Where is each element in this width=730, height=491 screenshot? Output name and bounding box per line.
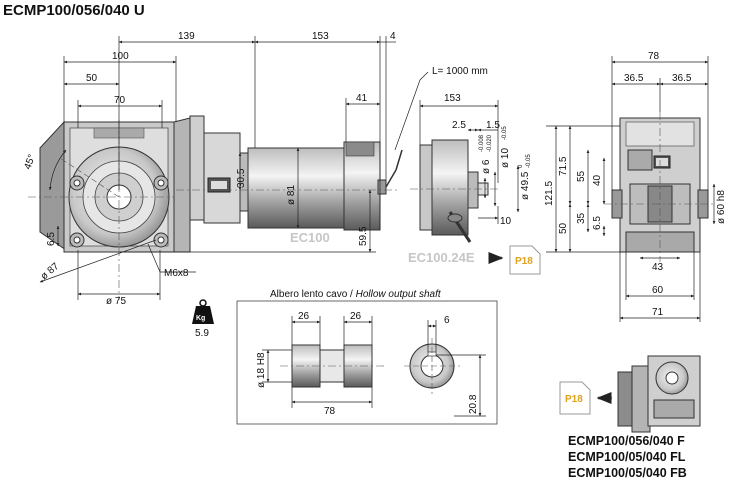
dim-71-5: 71.5 [558,156,569,176]
encoder-page-ref[interactable]: P18 [488,245,541,275]
dim-153: 153 [312,31,329,42]
dim-41: 41 [356,93,368,104]
dim-50-right: 50 [558,222,569,234]
weight-value: 5.9 [195,328,209,339]
dim-6-tol-lower: -0.020 [487,134,493,152]
dim-59-5: 59.5 [358,226,369,246]
gearbox-side-view [604,112,716,262]
shaft-dim-78: 78 [324,406,336,417]
shaft-dim-26-left: 26 [298,311,310,322]
weight-indicator: Kg 5.9 [192,299,214,339]
shaft-dim-6: 6 [444,315,450,326]
dim-45-deg: 45° [22,153,38,171]
dim-10-tol: -0.05 [502,126,508,140]
cable-length: L= 1000 mm [432,66,488,77]
dim-30-5: 30.5 [236,168,247,188]
shaft-dim-26-right: 26 [350,311,362,322]
dim-153-encoder: 153 [444,93,461,104]
hollow-shaft-title-en: Hollow output shaft [356,289,442,300]
dim-55: 55 [576,170,587,182]
weight-icon [192,306,214,324]
dim-35: 35 [576,212,587,224]
variant-list: ECMP100/056/040 F ECMP100/05/040 FL ECMP… [568,433,687,481]
dim-87: ø 87 [39,261,62,283]
encoder-side-view [410,139,500,243]
motor-label: EC100 [290,230,330,245]
variant-item: ECMP100/056/040 F [568,434,685,448]
hollow-shaft-title: Albero lento cavo / Hollow output shaft [270,289,442,300]
dim-100: 100 [112,51,129,62]
dim-6-5-right: 6.5 [592,216,603,230]
weight-icon-label: Kg [196,315,205,322]
encoder-label: EC100.24E [408,250,475,265]
variant-item: ECMP100/05/040 FL [568,450,686,464]
dimension-lines [39,36,716,322]
shaft-dim-18-h8: ø 18 H8 [256,352,267,388]
hollow-shaft-panel: Albero lento cavo / Hollow output shaft [236,289,498,425]
dim-60-h8: ø 60 h8 [716,190,727,224]
dim-43: 43 [652,262,664,273]
dim-78: 78 [648,51,660,62]
shaft-dim-20-8: 20.8 [468,394,479,414]
gear-flange [173,115,249,253]
dim-4: 4 [390,31,396,42]
dim-6-5: 6.5 [46,232,57,246]
dim-40: 40 [592,174,603,186]
dim-36-5-right: 36.5 [672,73,692,84]
dim-70: 70 [114,95,126,106]
dim-1-5: 1.5 [486,120,500,131]
dim-36-5-left: 36.5 [624,73,644,84]
dim-2-5: 2.5 [452,120,466,131]
dim-10-shaft: 10 [500,216,512,227]
hollow-shaft-title-it: Albero lento cavo / [270,289,356,300]
dim-49-5: ø 49.5 [520,171,531,200]
variant-item: ECMP100/05/040 FB [568,466,687,480]
dim-71: 71 [652,307,664,318]
dim-60: 60 [652,285,664,296]
dim-81: ø 81 [286,185,297,205]
variant-page-ref[interactable]: P18 [559,381,612,415]
dim-49-tol-lower: -0.05 [526,154,532,168]
dim-75: ø 75 [106,296,126,307]
dim-m6x8: M6x8 [164,268,189,279]
variant-page-ref-label: P18 [565,394,583,405]
page-title: ECMP100/056/040 U [3,2,145,19]
variant-preview: P18 [559,355,701,433]
dim-121-5: 121.5 [544,181,555,206]
page-ref-label: P18 [515,256,533,267]
dim-10: ø 10 [500,148,511,168]
dim-49-tol-upper: 0 [518,164,524,168]
dim-6: ø 6 [481,159,492,174]
dim-139: 139 [178,31,195,42]
dim-6-tol-upper: -0.008 [479,134,485,152]
dim-50: 50 [86,73,98,84]
